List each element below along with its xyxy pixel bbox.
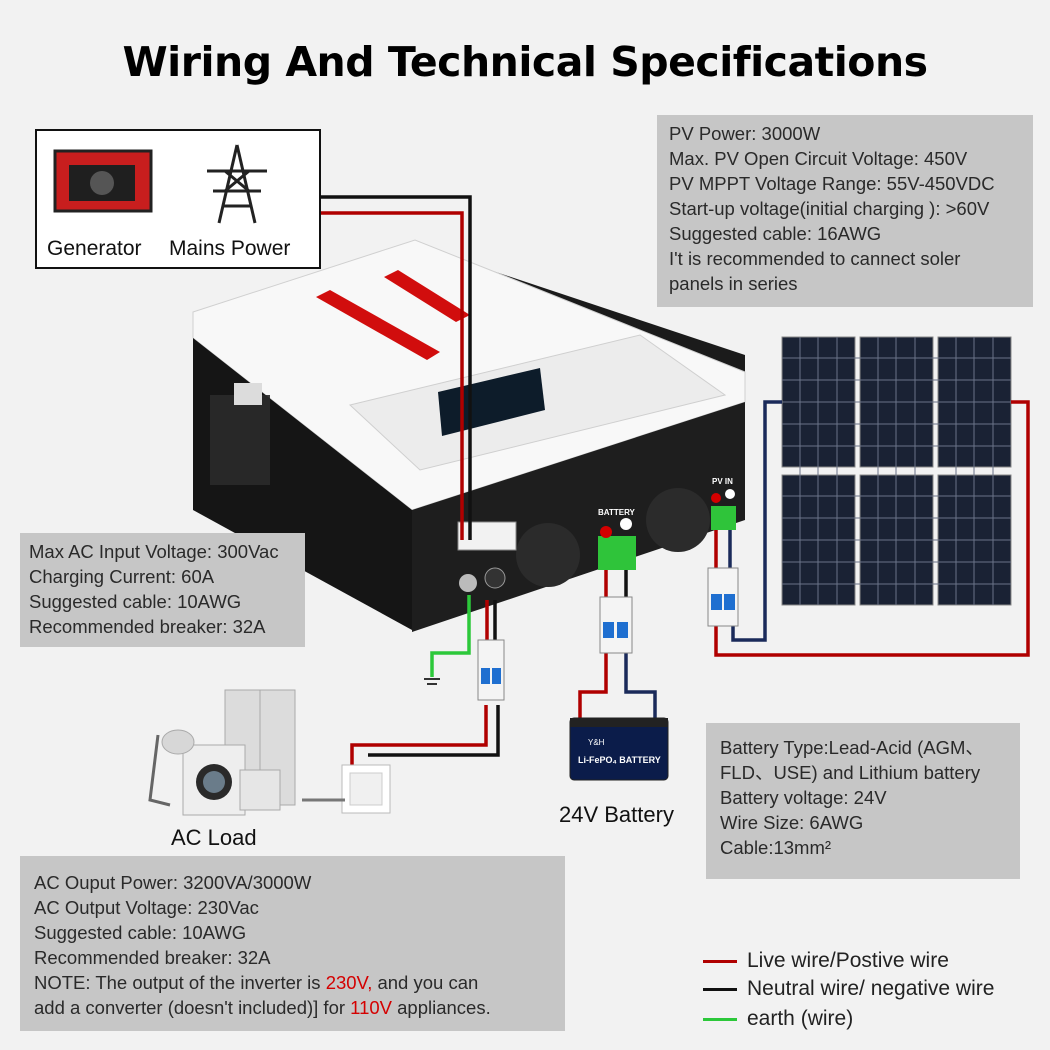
ac-input-spec-line: Recommended breaker: 32A bbox=[29, 616, 266, 637]
generator-label: Generator bbox=[47, 237, 142, 260]
pv-spec-line: PV Power: 3000W bbox=[669, 123, 821, 144]
ac-load-appliances bbox=[148, 689, 296, 816]
pv-spec-line: Max. PV Open Circuit Voltage: 450V bbox=[669, 148, 968, 169]
ac-output-spec-line: Recommended breaker: 32A bbox=[34, 947, 271, 968]
breaker-ac bbox=[477, 639, 505, 701]
breaker-battery bbox=[599, 596, 633, 654]
battery-label: 24V Battery bbox=[559, 802, 674, 827]
ac-input-spec-box: Max AC Input Voltage: 300Vac Charging Cu… bbox=[20, 533, 305, 647]
ac-output-note-line-1: NOTE: The output of the inverter is 230V… bbox=[34, 970, 553, 995]
ac-output-spec-box: AC Ouput Power: 3200VA/3000W AC Output V… bbox=[20, 856, 565, 1031]
battery-terminal bbox=[598, 536, 636, 570]
pv-spec-line: I't is recommended to cannect soler bbox=[669, 248, 961, 269]
battery-spec-line: Battery voltage: 24V bbox=[720, 787, 887, 808]
battery-spec-box: Battery Type:Lead-Acid (AGM、 FLD、USE) an… bbox=[706, 723, 1020, 879]
note-text: appliances. bbox=[392, 997, 491, 1018]
solar-panel-array bbox=[781, 336, 1012, 606]
ac-output-spec-line: AC Output Voltage: 230Vac bbox=[34, 897, 259, 918]
note-voltage-230: 230V, bbox=[325, 972, 373, 993]
wires bbox=[318, 195, 1030, 775]
note-voltage-110: 110V bbox=[350, 997, 392, 1018]
battery-spec-line: Cable:13mm² bbox=[720, 837, 832, 858]
breaker-pv bbox=[707, 567, 739, 627]
legend-live-text: Live wire/Postive wire bbox=[747, 949, 949, 972]
note-text: add a converter (doesn't included)] for bbox=[34, 997, 351, 1018]
ac-input-spec-line: Charging Current: 60A bbox=[29, 566, 215, 587]
generator-icon bbox=[53, 149, 153, 213]
ac-load-label: AC Load bbox=[171, 825, 257, 850]
battery-logo: Y&H bbox=[588, 738, 605, 747]
wall-socket bbox=[302, 764, 391, 814]
legend-neutral-text: Neutral wire/ negative wire bbox=[747, 977, 995, 1000]
ac-output-note-line-2: add a converter (doesn't included)] for … bbox=[34, 995, 553, 1020]
note-text: and you can bbox=[372, 972, 479, 993]
legend-live-swatch bbox=[703, 959, 737, 963]
ac-output-spec-line: AC Ouput Power: 3200VA/3000W bbox=[34, 872, 312, 893]
legend-earth-swatch bbox=[703, 1017, 737, 1021]
battery-spec-line: Battery Type:Lead-Acid (AGM、 bbox=[720, 737, 984, 758]
legend-neutral-swatch bbox=[703, 987, 737, 991]
battery-spec-line: FLD、USE) and Lithium battery bbox=[720, 762, 981, 783]
legend-earth: earth (wire) bbox=[703, 1007, 853, 1031]
ac-output-spec-line: Suggested cable: 10AWG bbox=[34, 922, 247, 943]
battery-spec-line: Wire Size: 6AWG bbox=[720, 812, 864, 833]
ac-input-spec-line: Suggested cable: 10AWG bbox=[29, 591, 242, 612]
legend-live: Live wire/Postive wire bbox=[703, 949, 949, 973]
mains-power-label: Mains Power bbox=[169, 237, 291, 260]
battery-illustration: Y&H Li-FePO₄ BATTERY bbox=[569, 717, 669, 781]
pv-spec-box: PV Power: 3000W Max. PV Open Circuit Vol… bbox=[657, 115, 1033, 307]
battery-port-label: BATTERY bbox=[598, 508, 635, 517]
inverter-display bbox=[438, 368, 545, 436]
pv-spec-line: PV MPPT Voltage Range: 55V-450VDC bbox=[669, 173, 995, 194]
page-title: Wiring And Technical Specifications bbox=[122, 38, 928, 86]
pv-spec-line: Start-up voltage(initial charging ): >60… bbox=[669, 198, 990, 219]
comm-port bbox=[234, 383, 262, 405]
legend-neutral: Neutral wire/ negative wire bbox=[703, 977, 994, 1001]
power-source-box: Generator Mains Power bbox=[35, 129, 321, 269]
pv-spec-line: Suggested cable: 16AWG bbox=[669, 223, 882, 244]
pv-spec-line: panels in series bbox=[669, 273, 798, 294]
battery-brand: Li-FePO₄ BATTERY bbox=[578, 755, 661, 765]
pv-port-label: PV IN bbox=[712, 477, 733, 486]
mains-tower-icon bbox=[207, 144, 267, 224]
note-text: NOTE: The output of the inverter is bbox=[34, 972, 326, 993]
pv-terminal bbox=[711, 506, 736, 530]
ac-terminal-block bbox=[457, 521, 517, 551]
legend-earth-text: earth (wire) bbox=[747, 1007, 854, 1030]
ac-input-spec-line: Max AC Input Voltage: 300Vac bbox=[29, 541, 279, 562]
